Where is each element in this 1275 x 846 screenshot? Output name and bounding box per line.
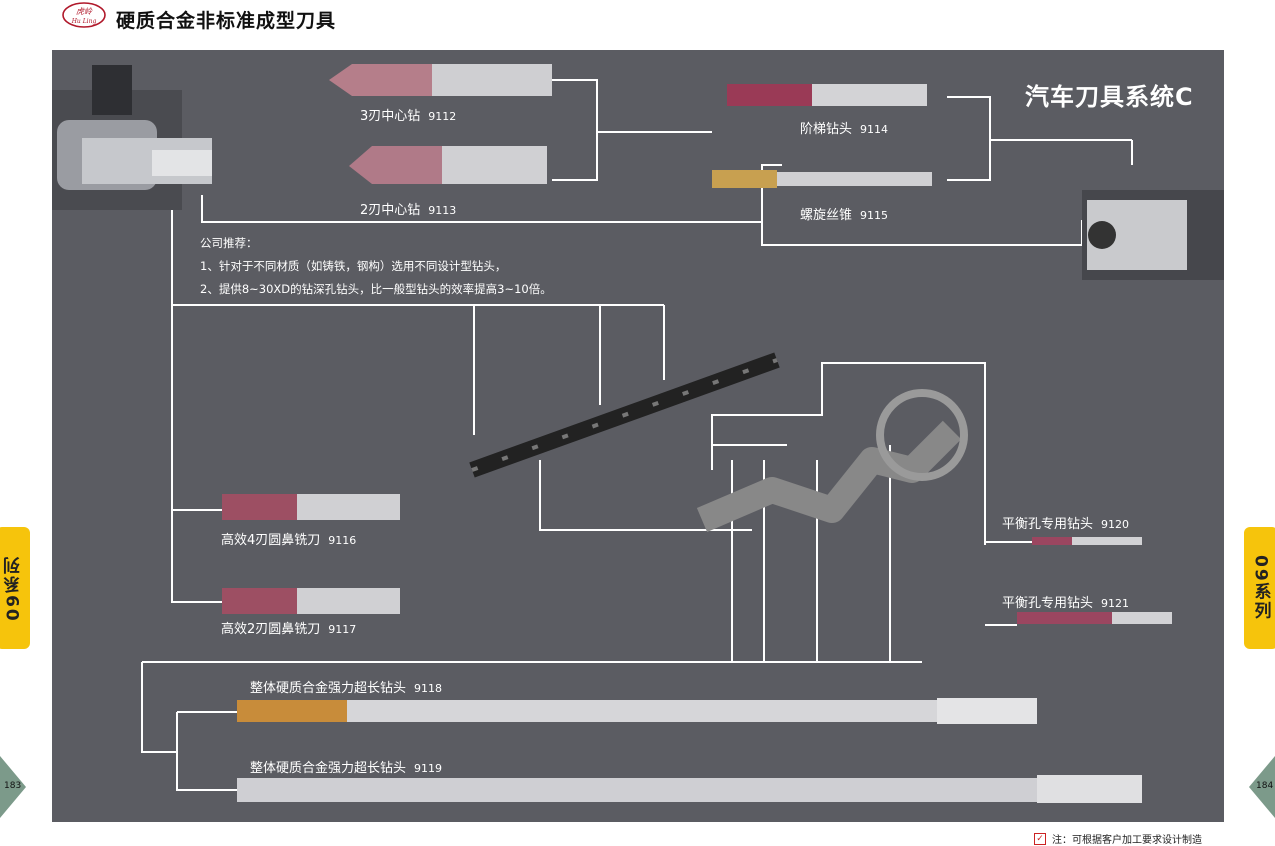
- crankshaft-image: [696, 389, 968, 532]
- recommendation-line: 2、提供8~30XD的钻深孔钻头，比一般型钻头的效率提高3~10倍。: [200, 282, 552, 296]
- series-tab-right: 09系列: [1244, 527, 1275, 649]
- connector-lines: [52, 64, 1224, 803]
- fixture-image: [1082, 190, 1224, 280]
- product-code: 9113: [428, 204, 457, 217]
- product-name: 2刃中心钻: [360, 203, 421, 218]
- page-title: 硬质合金非标准成型刀具: [116, 10, 337, 32]
- page-number-right: 184: [1256, 781, 1274, 791]
- product-name: 整体硬质合金强力超长钻头: [250, 681, 407, 696]
- product-code: 9112: [428, 110, 457, 123]
- svg-text:Hu Ling: Hu Ling: [71, 18, 97, 25]
- series-tab-left: 09系列: [0, 527, 30, 649]
- tool-9113-image: [349, 146, 547, 184]
- product-code: 9114: [860, 123, 889, 136]
- tool-9117-image: [222, 588, 400, 614]
- footer-note-text: 注：可根据客户加工要求设计制造: [1052, 835, 1202, 846]
- product-label-9116: 高效4刃圆鼻铣刀 9116: [221, 529, 356, 548]
- product-name: 高效4刃圆鼻铣刀: [221, 533, 321, 548]
- page-header: 虎岭 Hu Ling 硬质合金非标准成型刀具: [0, 0, 1275, 40]
- product-label-9114: 阶梯钻头 9114: [800, 118, 888, 137]
- product-code: 9115: [860, 209, 889, 222]
- product-code: 9117: [328, 623, 357, 636]
- product-code: 9116: [328, 534, 357, 547]
- product-panel: 汽车刀具系统C 3刃中心钻 9112 2刃中心钻 9113 阶梯钻头 9114 螺旋丝…: [52, 50, 1224, 822]
- product-code: 9118: [414, 682, 443, 695]
- tool-9118-image: [237, 698, 1037, 724]
- product-name: 高效2刃圆鼻铣刀: [221, 622, 321, 637]
- product-code: 9119: [414, 762, 443, 775]
- product-code: 9120: [1101, 518, 1130, 531]
- page-number-left: 183: [4, 781, 22, 791]
- logo: 虎岭 Hu Ling: [62, 2, 106, 28]
- tool-9120-image: [1032, 537, 1142, 545]
- product-code: 9121: [1101, 597, 1130, 610]
- tool-9116-image: [222, 494, 400, 520]
- recommendation-block: 公司推荐： 1、针对于不同材质（如铸铁，钢构）选用不同设计型钻头， 2、提供8~…: [200, 232, 552, 301]
- product-label-9121: 平衡孔专用钻头 9121: [1002, 592, 1129, 611]
- svg-text:虎岭: 虎岭: [76, 7, 93, 16]
- product-label-9120: 平衡孔专用钻头 9120: [1002, 513, 1129, 532]
- product-name: 整体硬质合金强力超长钻头: [250, 761, 407, 776]
- product-name: 平衡孔专用钻头: [1002, 517, 1094, 532]
- product-label-9119: 整体硬质合金强力超长钻头 9119: [250, 757, 442, 776]
- product-label-9113: 2刃中心钻 9113: [360, 199, 456, 218]
- product-name: 阶梯钻头: [800, 122, 853, 137]
- series-label: 09系列: [1250, 555, 1271, 621]
- recommendation-heading: 公司推荐：: [200, 236, 258, 250]
- tool-9121-image: [1017, 612, 1172, 624]
- camshaft-image: [469, 352, 780, 478]
- tool-9119-image: [237, 775, 1142, 803]
- product-label-9115: 螺旋丝锥 9115: [800, 204, 888, 223]
- product-name: 平衡孔专用钻头: [1002, 596, 1094, 611]
- checkbox-icon: ✓: [1034, 832, 1046, 845]
- spindle-image: [52, 65, 212, 210]
- section-title: 汽车刀具系统C: [1025, 83, 1194, 111]
- product-name: 3刃中心钻: [360, 109, 421, 124]
- tool-9112-image: [329, 64, 552, 96]
- tool-9115-image: [712, 170, 932, 188]
- product-label-9117: 高效2刃圆鼻铣刀 9117: [221, 618, 356, 637]
- product-label-9118: 整体硬质合金强力超长钻头 9118: [250, 677, 442, 696]
- product-name: 螺旋丝锥: [800, 208, 853, 223]
- tool-9114-image: [727, 84, 927, 106]
- recommendation-line: 1、针对于不同材质（如铸铁，钢构）选用不同设计型钻头，: [200, 259, 507, 273]
- product-label-9112: 3刃中心钻 9112: [360, 105, 456, 124]
- series-label: 09系列: [3, 555, 24, 621]
